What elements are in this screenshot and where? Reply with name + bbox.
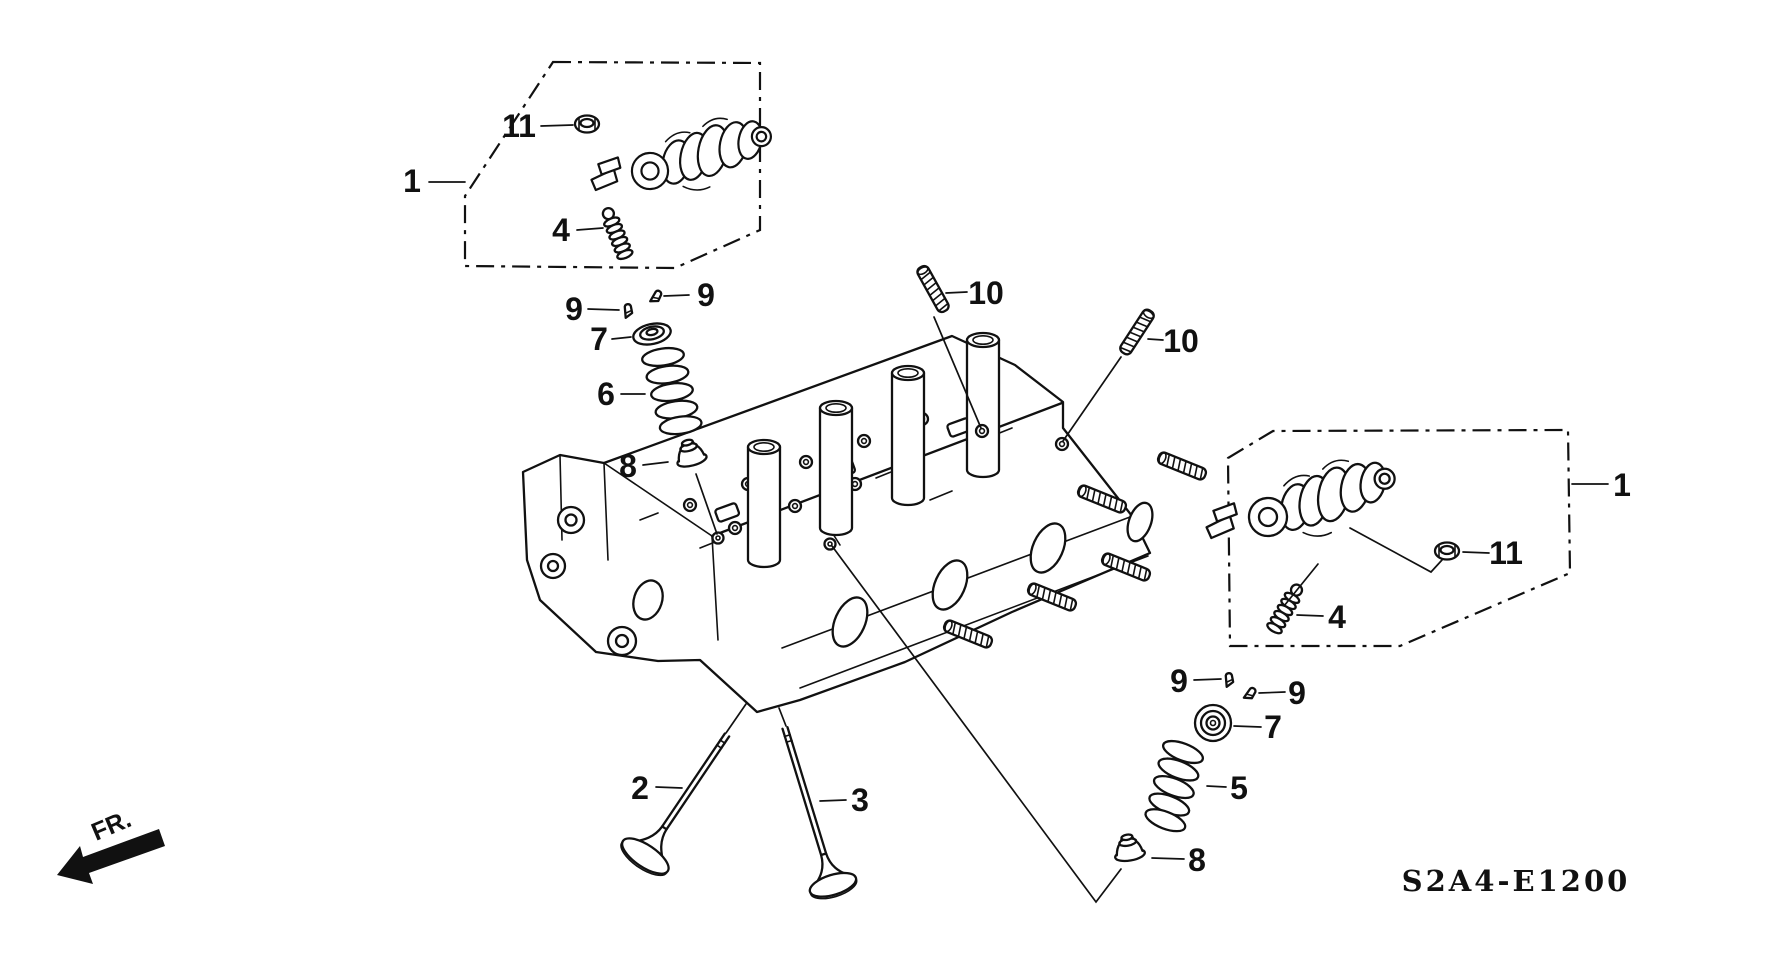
callout-8-right: 8: [1188, 842, 1206, 878]
callout-11-right: 11: [1489, 535, 1523, 571]
callout-2: 2: [631, 770, 649, 806]
cylinder-head: [521, 331, 1209, 714]
rocker-arm-assembly-right: [1201, 455, 1400, 545]
valve-nut-right: [1433, 541, 1461, 561]
spark-plug-tubes: [746, 331, 1001, 569]
valve-spring-exhaust: [1134, 735, 1215, 837]
callout-5: 5: [1230, 770, 1248, 806]
lost-motion-spring-left: [597, 204, 635, 262]
callout-7-left: 7: [590, 321, 608, 357]
callout-10-b: 10: [1163, 323, 1199, 359]
callout-7-right: 7: [1264, 709, 1282, 745]
callout-9-left-b: 9: [697, 277, 715, 313]
leader-lines: [428, 124, 1609, 904]
front-label: FR.: [87, 805, 135, 847]
front-direction-marker: FR.: [57, 805, 165, 884]
valve-intake: [620, 732, 731, 877]
diagram-code: S2A4-E1200: [1402, 864, 1631, 898]
valve-keepers-right: [1222, 671, 1258, 703]
spring-retainer-right: [1193, 703, 1233, 743]
valve-spring-intake: [639, 343, 704, 439]
lost-motion-spring-right: [1264, 580, 1308, 637]
assembly-box-left: [463, 60, 762, 270]
stud-bolt-b: [1117, 306, 1157, 358]
callout-1-left: 1: [403, 163, 421, 199]
valve-exhaust: [781, 726, 858, 900]
callout-4-right: 4: [1328, 599, 1346, 635]
spring-retainer-left: [632, 322, 672, 346]
valve-nut-left: [573, 114, 601, 134]
callout-9-right-b: 9: [1288, 675, 1306, 711]
callout-8-left: 8: [619, 448, 637, 484]
stud-bolt-a: [914, 263, 952, 315]
callout-1-right: 1: [1613, 467, 1631, 503]
valve-stem-seal-right: [1110, 830, 1147, 865]
callout-4-left: 4: [552, 212, 570, 248]
callout-9-right-a: 9: [1170, 663, 1188, 699]
assembly-box-right: [1226, 428, 1572, 648]
callout-10-a: 10: [968, 275, 1004, 311]
callouts: 1 11 4 9 9 7 6 8 10 10 1 11 4 9 9 7 5 8 …: [403, 108, 1631, 878]
callout-11-left: 11: [502, 108, 536, 144]
callout-6: 6: [597, 376, 615, 412]
valve-keepers-left: [621, 288, 664, 319]
front-arrow-icon: [57, 829, 165, 884]
callout-3: 3: [851, 782, 869, 818]
callout-9-left-a: 9: [565, 291, 583, 327]
rocker-arm-assembly-left: [587, 114, 775, 197]
